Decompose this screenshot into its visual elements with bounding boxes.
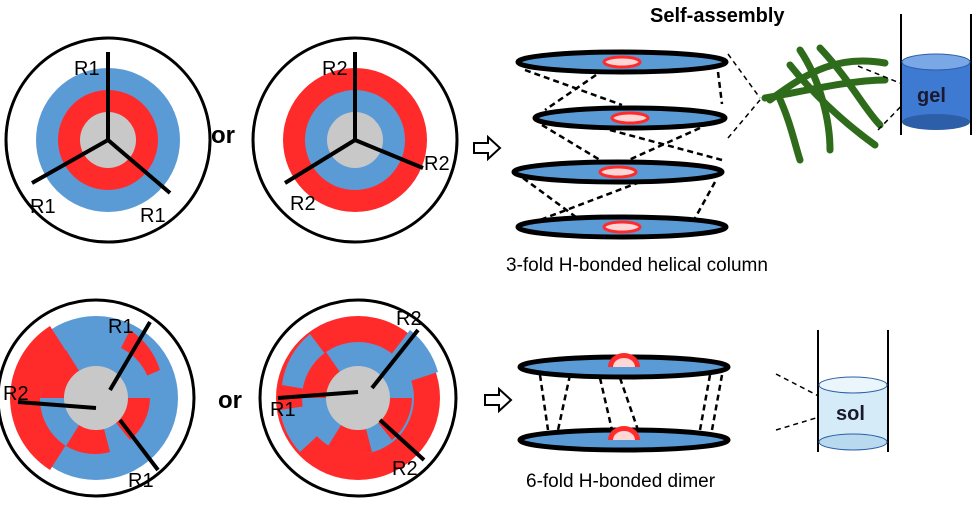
substituent-label: R1	[108, 316, 134, 338]
helical-column	[511, 49, 729, 240]
motif-b-bottom: R2 R1 R2	[258, 298, 458, 498]
substituent-label: R1	[30, 196, 56, 218]
or-label: or	[218, 387, 242, 414]
helical-column-caption: 3-fold H-bonded helical column	[506, 255, 768, 276]
substituent-label: R2	[424, 153, 450, 175]
or-label: or	[211, 122, 235, 149]
substituent-label: R1	[140, 205, 166, 227]
substituent-label: R1	[270, 399, 296, 421]
sol-vial-icon: sol	[817, 330, 889, 452]
substituent-label: R2	[392, 458, 418, 480]
gel-label: gel	[917, 85, 946, 107]
arrow-icon	[473, 134, 502, 162]
self-assembly-title: Self-assembly	[650, 5, 785, 27]
sol-label: sol	[836, 403, 865, 425]
substituent-label: R2	[290, 193, 316, 215]
substituent-label: R2	[322, 58, 348, 80]
h-bonded-dimer	[517, 353, 731, 453]
gel-fibers	[761, 44, 889, 164]
motif-a-top: R1 R1 R1	[4, 36, 212, 244]
motif-b-top: R2 R2 R2	[251, 36, 459, 244]
substituent-label: R1	[74, 58, 100, 80]
substituent-label: R2	[396, 308, 422, 330]
dimer-caption: 6-fold H-bonded dimer	[526, 471, 716, 492]
gel-vial-icon: gel	[900, 14, 972, 135]
arrow-icon	[484, 386, 513, 414]
substituent-label: R1	[128, 470, 154, 492]
substituent-label: R2	[3, 383, 29, 405]
motif-a-bottom: R1 R2 R1	[0, 298, 196, 498]
